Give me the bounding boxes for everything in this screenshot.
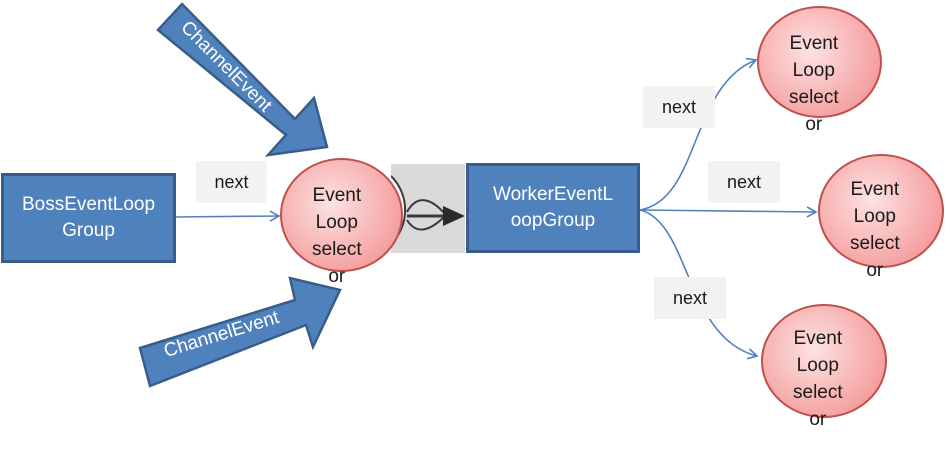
worker-event-loop-bottom-circle bbox=[761, 304, 887, 418]
edge-label-bottom-next: next bbox=[654, 277, 726, 319]
edge-worker-to-eventloop-top bbox=[639, 57, 758, 211]
boss-event-loop-group: BossEventLoop Group bbox=[1, 173, 176, 263]
edge-boss-to-eventloop bbox=[174, 210, 281, 222]
edge-worker-to-eventloop-middle bbox=[639, 206, 818, 218]
edge-label-top-next: next bbox=[643, 86, 715, 128]
worker-event-loop-group: WorkerEventL oopGroup bbox=[466, 163, 640, 253]
edge-label-middle-next: next bbox=[708, 161, 780, 203]
worker-event-loop-middle-circle bbox=[818, 154, 944, 268]
worker-event-loop-group-label: WorkerEventL oopGroup bbox=[492, 184, 614, 231]
boss-event-loop-group-label: BossEventLoop Group bbox=[21, 194, 156, 241]
channel-event-arrow-top bbox=[156, 2, 329, 157]
channel-event-arrow-bottom bbox=[138, 276, 342, 388]
edge-label-boss-next: next bbox=[196, 161, 267, 203]
boss-event-loop-circle bbox=[280, 158, 403, 272]
worker-event-loop-top-circle bbox=[757, 6, 882, 118]
